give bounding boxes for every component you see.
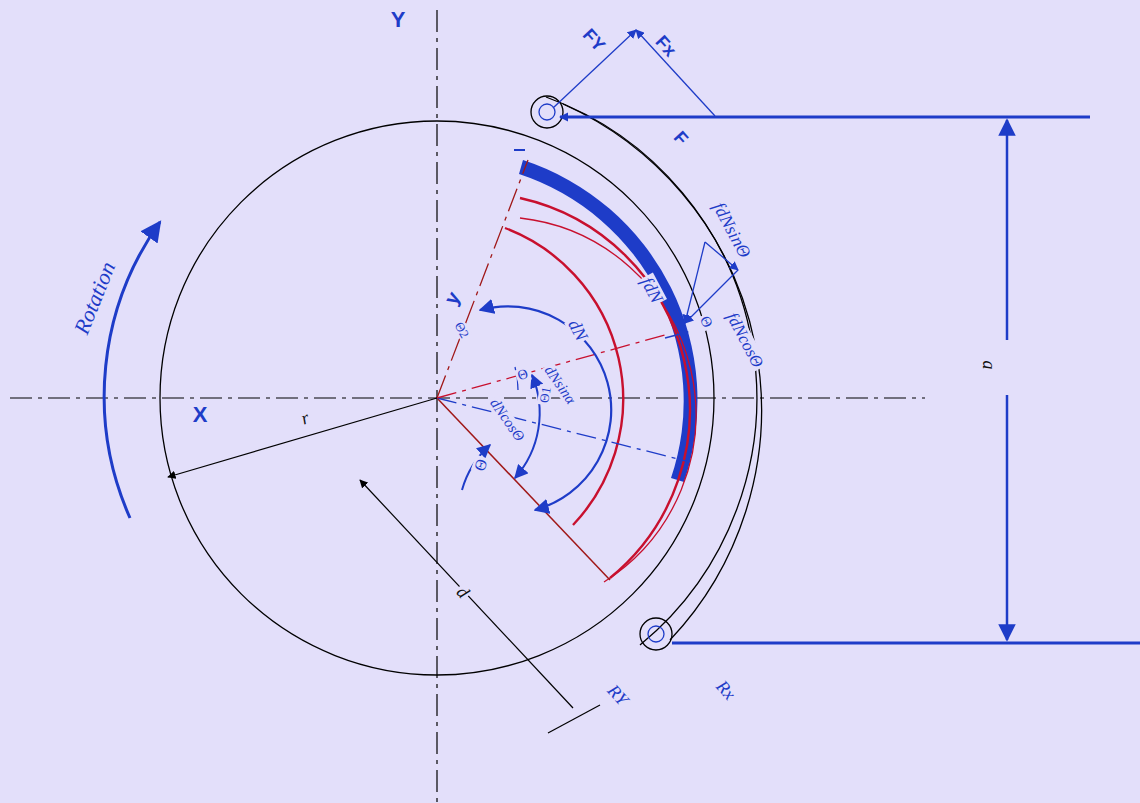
diagram-label: r: [297, 408, 314, 429]
pin: [648, 626, 664, 642]
diagram-label: y: [441, 288, 464, 308]
pin: [640, 618, 672, 650]
diagram-label: Y: [391, 9, 406, 31]
angle-theta2: [480, 306, 611, 510]
radius-line: [168, 398, 437, 477]
dn-arrow: [665, 332, 688, 338]
diagram-label: fdN: [637, 273, 667, 308]
pin: [531, 96, 563, 128]
reference-line: [560, 116, 1090, 119]
drum-circle: [160, 121, 714, 675]
dimension-a: [1006, 120, 1009, 340]
diagram-label: Θ: [471, 455, 491, 475]
y-axis: [436, 10, 437, 803]
force-fx: [636, 30, 715, 116]
diagram-label: Θ: [514, 366, 532, 384]
tick: [514, 149, 525, 151]
diagram-label: RY: [604, 681, 631, 708]
shoe-outline: [563, 104, 761, 640]
diagram-label: Fx: [652, 32, 679, 60]
diagram-label: dNcosΘ: [486, 394, 528, 445]
diagram-label: Θ: [696, 312, 716, 332]
tick: [548, 705, 600, 733]
diagram-label: fdNcosΘ: [723, 308, 768, 372]
diagram-label: Θ2: [451, 318, 472, 342]
diagram-label: Rotation: [71, 259, 120, 338]
diagram-label: F: [671, 128, 692, 148]
radial-line: [437, 160, 528, 398]
diagram-label: a: [980, 359, 998, 372]
radial-line: [437, 398, 610, 580]
diagram-label: fdNsinΘ: [709, 198, 755, 263]
diagram-label: dN: [564, 315, 592, 346]
dimension-d: [360, 480, 573, 708]
red-arc: [520, 218, 696, 582]
diagram-label: FY: [580, 25, 609, 54]
diagram-label: d: [452, 581, 474, 603]
red-arc: [520, 198, 690, 578]
radial-line: [437, 398, 690, 462]
x-axis: [10, 397, 925, 398]
friction-arrow: [685, 242, 705, 323]
dimension-a: [1006, 395, 1009, 640]
diagram-label: X: [191, 404, 210, 426]
diagram-label: Rx: [713, 677, 739, 703]
pin: [539, 104, 555, 120]
diagram-label: Θ1: [537, 384, 553, 406]
reference-line: [672, 642, 1140, 645]
